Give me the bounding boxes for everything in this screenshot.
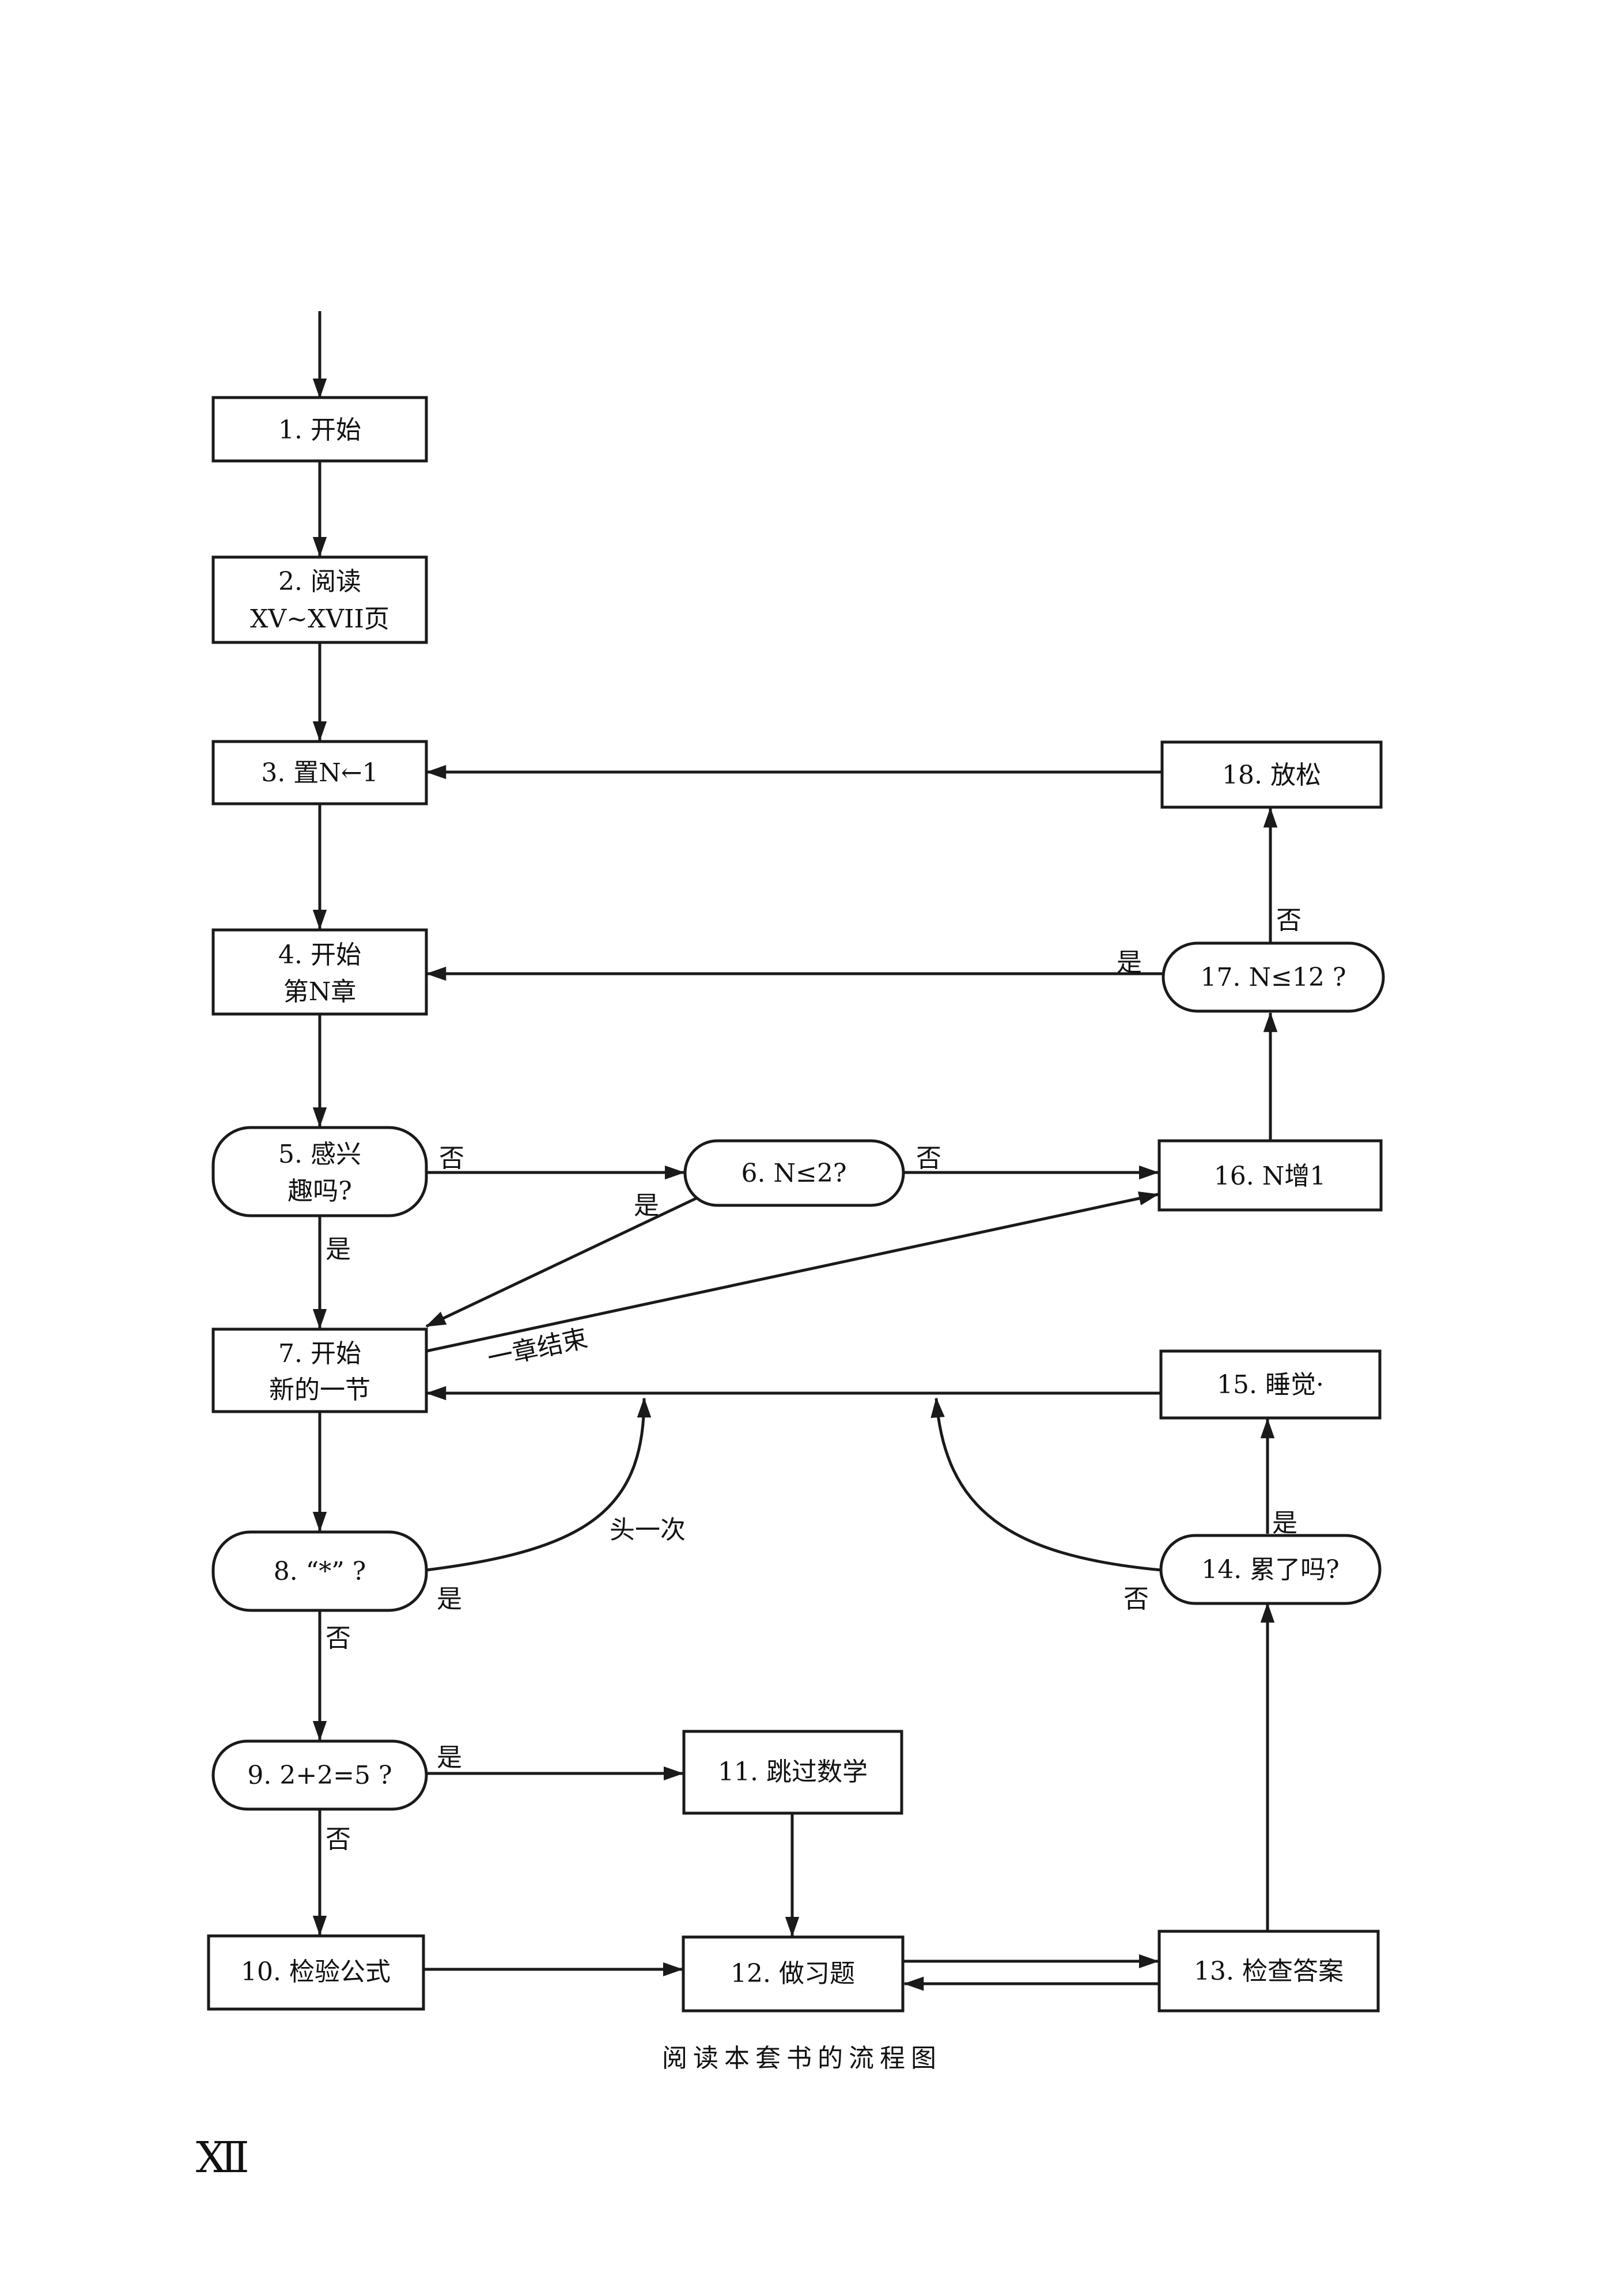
node-16-increment-n: 16. N增1 — [1157, 1139, 1383, 1212]
node-6-label: 6. N≤2? — [741, 1159, 847, 1188]
node-15-sleep: 15. 睡觉· — [1159, 1349, 1382, 1420]
node-17-label: 17. N≤12 ? — [1201, 963, 1346, 992]
node-2-label-line2: XV~XVII页 — [250, 604, 389, 634]
edge-7-16-chapter-end — [426, 1191, 1159, 1353]
node-12-do-exercises: 12. 做习题 — [682, 1935, 905, 2013]
edge-14-7-no — [930, 1397, 1162, 1572]
node-8-label: 8. “*” ? — [274, 1557, 366, 1586]
node-7-start-section: 7. 开始 新的一节 — [211, 1327, 428, 1413]
nodes: 1. 开始 2. 阅读 XV~XVII页 3. 置N←1 4. 开始 第N章 5… — [207, 396, 1385, 2013]
node-6-n-le-2-decision: 6. N≤2? — [683, 1139, 905, 1207]
node-2-read-pages: 2. 阅读 XV~XVII页 — [211, 555, 428, 644]
node-11-label: 11. 跳过数学 — [718, 1757, 868, 1787]
edge-8-yes-label: 是 — [437, 1584, 462, 1614]
edges — [312, 311, 1278, 1991]
edge-5-yes-label: 是 — [326, 1235, 351, 1264]
edge-labels: 否 是 否 是 一章结束 是 头一次 否 是 否 是 否 是 否 — [326, 906, 1302, 1854]
node-14-tired-decision: 14. 累了吗? — [1159, 1534, 1382, 1605]
node-18-relax: 18. 放松 — [1160, 740, 1383, 809]
node-18-label: 18. 放松 — [1222, 761, 1321, 790]
node-1-start: 1. 开始 — [211, 396, 428, 463]
node-9-label: 9. 2+2=5 ? — [247, 1761, 392, 1790]
node-5-label-line2: 趣吗? — [287, 1177, 352, 1206]
edge-5-no-label: 否 — [439, 1144, 464, 1173]
page-number: Ⅻ — [196, 2135, 249, 2182]
node-8-star-decision: 8. “*” ? — [211, 1530, 428, 1612]
node-13-label: 13. 检查答案 — [1194, 1957, 1344, 1986]
node-5-label-line1: 5. 感兴 — [278, 1140, 361, 1169]
edge-6-no-label: 否 — [916, 1144, 941, 1173]
edge-14-yes-label: 是 — [1272, 1508, 1297, 1538]
node-4-start-chapter: 4. 开始 第N章 — [211, 928, 428, 1016]
node-7-label-line1: 7. 开始 — [278, 1339, 361, 1368]
node-11-skip-math: 11. 跳过数学 — [682, 1730, 903, 1815]
node-13-check-answers: 13. 检查答案 — [1157, 1930, 1380, 2013]
edge-14-no-label: 否 — [1123, 1584, 1149, 1614]
node-1-label: 1. 开始 — [278, 415, 361, 445]
node-12-label: 12. 做习题 — [731, 1959, 855, 1988]
node-16-label: 16. N增1 — [1214, 1162, 1326, 1191]
node-14-label: 14. 累了吗? — [1201, 1555, 1340, 1584]
edge-8-first-time-label: 头一次 — [610, 1515, 686, 1545]
edge-8-7-first-time — [426, 1397, 652, 1572]
node-3-label: 3. 置N←1 — [261, 758, 378, 788]
edge-6-yes-label: 是 — [634, 1191, 659, 1220]
node-10-label: 10. 检验公式 — [241, 1957, 391, 1987]
figure-caption: 阅读本套书的流程图 — [662, 2044, 942, 2073]
edge-17-yes-label: 是 — [1117, 948, 1142, 977]
edge-7-chapter-end-label: 一章结束 — [485, 1323, 591, 1373]
edge-9-no-label: 否 — [326, 1825, 351, 1854]
node-5-interested-decision: 5. 感兴 趣吗? — [211, 1126, 428, 1217]
edge-6-7-yes — [425, 1197, 697, 1328]
node-7-label-line2: 新的一节 — [269, 1375, 370, 1405]
node-17-n-le-12-decision: 17. N≤12 ? — [1162, 941, 1385, 1013]
node-3-set-n: 3. 置N←1 — [211, 740, 428, 805]
node-4-label-line1: 4. 开始 — [278, 940, 361, 970]
node-4-label-line2: 第N章 — [283, 977, 357, 1007]
node-2-label-line1: 2. 阅读 — [278, 567, 361, 596]
node-15-label: 15. 睡觉· — [1217, 1370, 1324, 1399]
edge-17-no-label: 否 — [1276, 906, 1302, 935]
node-10-check-formulas: 10. 检验公式 — [207, 1934, 425, 2011]
edge-8-no-label: 否 — [326, 1624, 351, 1653]
edge-9-yes-label: 是 — [437, 1743, 462, 1772]
node-9-sum-decision: 9. 2+2=5 ? — [211, 1739, 428, 1811]
